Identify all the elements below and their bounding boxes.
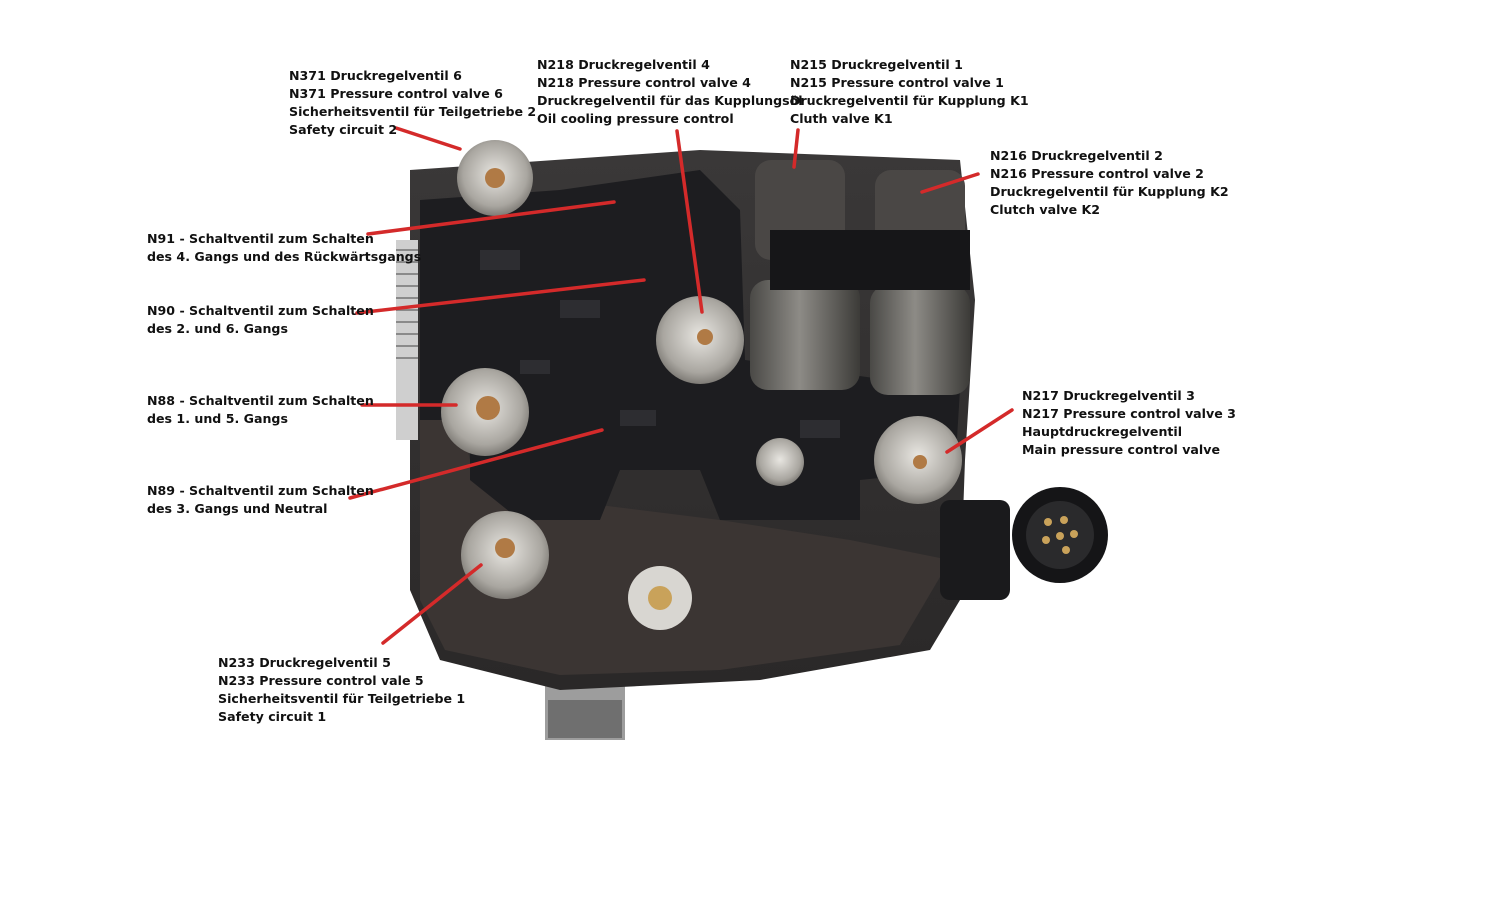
label-n216-line1: N216 Druckregelventil 2 — [990, 148, 1163, 163]
side-ribbed-connector — [396, 240, 418, 440]
label-n216: N216 Druckregelventil 2 N216 Pressure co… — [990, 147, 1229, 219]
pointer-n89 — [348, 428, 604, 500]
valve-n217 — [874, 416, 962, 504]
label-n90-line2: des 2. und 6. Gangs — [147, 321, 288, 336]
label-n371-line4: Safety circuit 2 — [289, 122, 398, 137]
label-n215-line3: Druckregelventil für Kupplung K1 — [790, 93, 1029, 108]
pointer-n215 — [792, 128, 800, 169]
label-n217: N217 Druckregelventil 3 N217 Pressure co… — [1022, 387, 1236, 459]
pointer-n218 — [675, 129, 704, 314]
valve-n88 — [441, 368, 529, 456]
label-n233-line4: Safety circuit 1 — [218, 709, 327, 724]
label-n216-line3: Druckregelventil für Kupplung K2 — [990, 184, 1229, 199]
label-n218-line1: N218 Druckregelventil 4 — [537, 57, 710, 72]
pointer-n90 — [355, 278, 646, 315]
pointer-n217 — [945, 408, 1014, 454]
label-n371-line1: N371 Druckregelventil 6 — [289, 68, 462, 83]
label-n217-line4: Main pressure control valve — [1022, 442, 1221, 457]
label-n218-line4: Oil cooling pressure control — [537, 111, 734, 126]
center-plug — [628, 438, 804, 630]
label-n217-line3: Hauptdruckregelventil — [1022, 424, 1183, 439]
label-n233-line3: Sicherheitsventil für Teilgetriebe 1 — [218, 691, 466, 706]
pointer-lines — [348, 126, 1014, 645]
pointer-n233 — [381, 563, 483, 645]
label-n216-line2: N216 Pressure control valve 2 — [990, 166, 1204, 181]
label-n218: N218 Druckregelventil 4 N218 Pressure co… — [537, 56, 803, 128]
label-n371-line2: N371 Pressure control valve 6 — [289, 86, 503, 101]
label-n88-line2: des 1. und 5. Gangs — [147, 411, 288, 426]
label-n218-line2: N218 Pressure control valve 4 — [537, 75, 751, 90]
label-n215-line2: N215 Pressure control valve 1 — [790, 75, 1004, 90]
label-n90: N90 - Schaltventil zum Schalten des 2. u… — [147, 302, 374, 338]
label-n89: N89 - Schaltventil zum Schalten des 3. G… — [147, 482, 374, 518]
label-n89-line1: N89 - Schaltventil zum Schalten — [147, 483, 374, 498]
label-n91-line2: des 4. Gangs und des Rückwärtsgangs — [147, 249, 422, 264]
valve-n218 — [656, 296, 744, 384]
label-n88: N88 - Schaltventil zum Schalten des 1. u… — [147, 392, 374, 428]
round-plug-connector — [940, 487, 1108, 600]
valve-n371 — [457, 140, 533, 216]
label-n371-line3: Sicherheitsventil für Teilgetriebe 2 — [289, 104, 537, 119]
label-n215: N215 Druckregelventil 1 N215 Pressure co… — [790, 56, 1029, 128]
valve-n233 — [461, 511, 549, 599]
label-n217-line2: N217 Pressure control valve 3 — [1022, 406, 1236, 421]
solenoid-valves — [441, 140, 962, 630]
label-n215-line1: N215 Druckregelventil 1 — [790, 57, 963, 72]
label-n233-line2: N233 Pressure control vale 5 — [218, 673, 424, 688]
label-n89-line2: des 3. Gangs und Neutral — [147, 501, 328, 516]
label-n88-line1: N88 - Schaltventil zum Schalten — [147, 393, 374, 408]
label-n91-line1: N91 - Schaltventil zum Schalten — [147, 231, 374, 246]
label-n215-line4: Cluth valve K1 — [790, 111, 893, 126]
label-n90-line1: N90 - Schaltventil zum Schalten — [147, 303, 374, 318]
pointer-n216 — [920, 172, 980, 194]
label-n233-line1: N233 Druckregelventil 5 — [218, 655, 391, 670]
pointer-n91 — [366, 200, 616, 236]
label-n216-line4: Clutch valve K2 — [990, 202, 1101, 217]
label-n371: N371 Druckregelventil 6 N371 Pressure co… — [289, 67, 536, 139]
label-n217-line1: N217 Druckregelventil 3 — [1022, 388, 1195, 403]
clutch-valve-cylinders — [750, 160, 970, 395]
label-n218-line3: Druckregelventil für das Kupplungsöl — [537, 93, 803, 108]
label-n91: N91 - Schaltventil zum Schalten des 4. G… — [147, 230, 421, 266]
pointer-n371 — [394, 126, 462, 151]
label-n233: N233 Druckregelventil 5 N233 Pressure co… — [218, 654, 465, 726]
